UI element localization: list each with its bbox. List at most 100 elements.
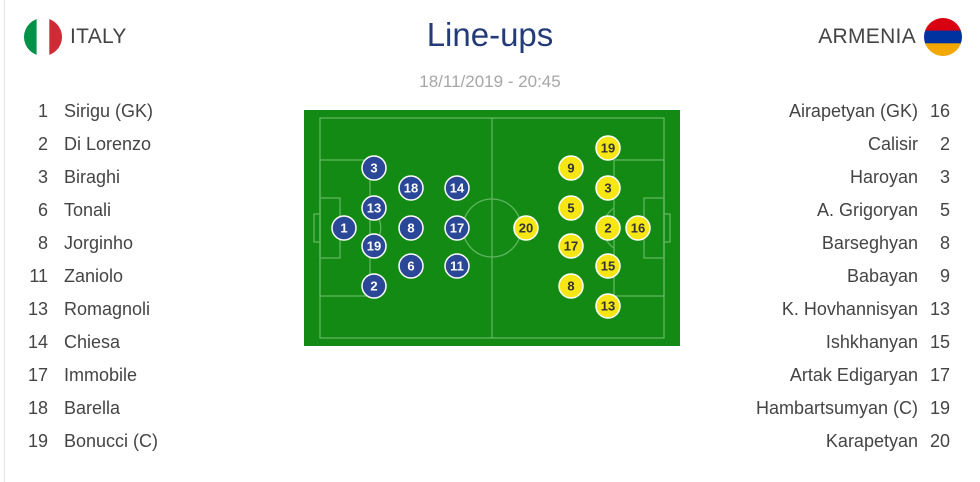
player-number: 3 xyxy=(37,167,48,187)
player-number: 17 xyxy=(929,365,950,385)
player-marker-circle xyxy=(398,253,424,279)
list-item: Ishkhanyan 15 xyxy=(756,326,950,359)
player-marker-circle xyxy=(444,215,470,241)
player-number: 8 xyxy=(939,233,950,253)
list-item: 8 Jorginho xyxy=(24,227,158,260)
player-name: Calisir xyxy=(867,134,918,154)
player-marker-circle xyxy=(444,175,470,201)
player-name: Jorginho xyxy=(64,233,134,253)
player-marker-number: 20 xyxy=(519,221,533,236)
player-name: Karapetyan xyxy=(825,431,918,451)
away-player-marker: 9 xyxy=(558,155,584,181)
italy-flag-icon xyxy=(24,18,62,56)
player-name: Romagnoli xyxy=(64,299,151,319)
list-item: 6 Tonali xyxy=(24,194,158,227)
player-number: 8 xyxy=(37,233,48,253)
player-marker-circle xyxy=(398,215,424,241)
player-name: Artak Edigaryan xyxy=(789,365,918,385)
player-marker-circle xyxy=(558,273,584,299)
player-name: Tonali xyxy=(64,200,112,220)
player-marker-circle xyxy=(513,215,539,241)
player-marker-circle xyxy=(361,273,387,299)
player-number: 15 xyxy=(929,332,950,352)
player-marker-number: 13 xyxy=(367,201,381,216)
player-marker-circle xyxy=(444,253,470,279)
list-item: Haroyan 3 xyxy=(756,161,950,194)
player-number: 11 xyxy=(29,266,48,286)
away-player-marker: 15 xyxy=(595,253,621,279)
player-marker-number: 17 xyxy=(450,221,464,236)
player-name: Bonucci (C) xyxy=(64,431,159,451)
away-player-marker: 2 xyxy=(595,215,621,241)
player-number: 3 xyxy=(939,167,950,187)
player-name: Chiesa xyxy=(64,332,121,352)
list-item: 19 Bonucci (C) xyxy=(24,425,158,458)
lineups-panel xyxy=(4,0,979,482)
home-player-marker: 8 xyxy=(398,215,424,241)
home-team-header: ITALY xyxy=(24,18,127,56)
player-number: 20 xyxy=(929,431,950,451)
home-player-marker: 17 xyxy=(444,215,470,241)
player-number: 16 xyxy=(929,101,950,121)
away-team-name: ARMENIA xyxy=(818,25,916,48)
player-marker-number: 15 xyxy=(601,259,615,274)
away-player-marker: 3 xyxy=(595,175,621,201)
away-player-marker: 5 xyxy=(558,195,584,221)
away-team-header: ARMENIA xyxy=(818,18,962,56)
player-number: 5 xyxy=(939,200,950,220)
away-player-marker: 13 xyxy=(595,293,621,319)
player-marker-number: 8 xyxy=(407,221,414,236)
list-item: 14 Chiesa xyxy=(24,326,158,359)
player-number: 6 xyxy=(37,200,48,220)
player-marker-circle xyxy=(558,195,584,221)
player-number: 19 xyxy=(27,431,48,451)
away-player-marker: 17 xyxy=(558,233,584,259)
player-marker-number: 3 xyxy=(370,161,377,176)
player-number: 14 xyxy=(27,332,48,352)
list-item: Airapetyan (GK) 16 xyxy=(756,95,950,128)
player-name: A. Grigoryan xyxy=(816,200,918,220)
player-name: Airapetyan (GK) xyxy=(788,101,918,121)
away-player-marker: 8 xyxy=(558,273,584,299)
player-number: 2 xyxy=(939,134,950,154)
list-item: Karapetyan 20 xyxy=(756,425,950,458)
armenia-flag-icon xyxy=(924,18,962,56)
player-marker-number: 13 xyxy=(601,299,615,314)
player-marker-number: 8 xyxy=(567,279,574,294)
player-name: Ishkhanyan xyxy=(825,332,918,352)
player-marker-circle xyxy=(331,215,357,241)
player-name: Barella xyxy=(64,398,121,418)
away-player-marker: 16 xyxy=(625,215,651,241)
player-marker-circle xyxy=(558,233,584,259)
home-team-name: ITALY xyxy=(70,25,127,48)
list-item: Hambartsumyan (C)19 xyxy=(756,392,950,425)
player-marker-number: 6 xyxy=(407,259,414,274)
match-datetime: 18/11/2019 - 20:45 xyxy=(419,72,561,91)
list-item: Calisir 2 xyxy=(756,128,950,161)
list-item: Artak Edigaryan 17 xyxy=(756,359,950,392)
home-player-marker: 11 xyxy=(444,253,470,279)
player-name: Haroyan xyxy=(849,167,918,187)
player-marker-circle xyxy=(361,155,387,181)
away-lineup-list: Airapetyan (GK) 16 Calisir 2 Haroyan 3 A. G… xyxy=(756,95,950,458)
player-marker-number: 14 xyxy=(450,181,465,196)
home-player-marker: 6 xyxy=(398,253,424,279)
page-title: Line-ups xyxy=(426,16,554,53)
player-marker-number: 11 xyxy=(450,259,464,274)
player-name: Immobile xyxy=(64,365,138,385)
player-name: Barseghyan xyxy=(821,233,918,253)
player-number: 1 xyxy=(37,101,48,121)
player-name: Babayan xyxy=(846,266,918,286)
player-name: Di Lorenzo xyxy=(64,134,152,154)
player-number: 19 xyxy=(929,398,950,418)
player-marker-number: 19 xyxy=(367,239,381,254)
away-player-marker: 20 xyxy=(513,215,539,241)
